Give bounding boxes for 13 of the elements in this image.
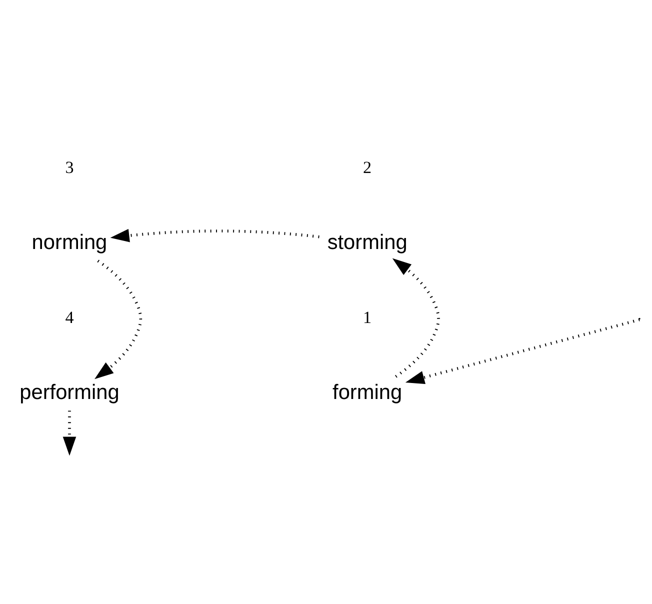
label: 1	[363, 308, 372, 327]
node-text: forming	[332, 380, 402, 404]
node-text: storming	[327, 231, 408, 254]
arrow	[392, 258, 440, 378]
arrow	[110, 228, 320, 242]
arrow	[62, 410, 76, 456]
node-text: norming	[32, 231, 108, 254]
label: 2	[363, 158, 372, 178]
label: 4	[65, 308, 74, 327]
label: 3	[65, 158, 74, 178]
node-text: performing	[20, 380, 120, 404]
arrow	[94, 260, 142, 380]
arrow	[405, 318, 640, 384]
